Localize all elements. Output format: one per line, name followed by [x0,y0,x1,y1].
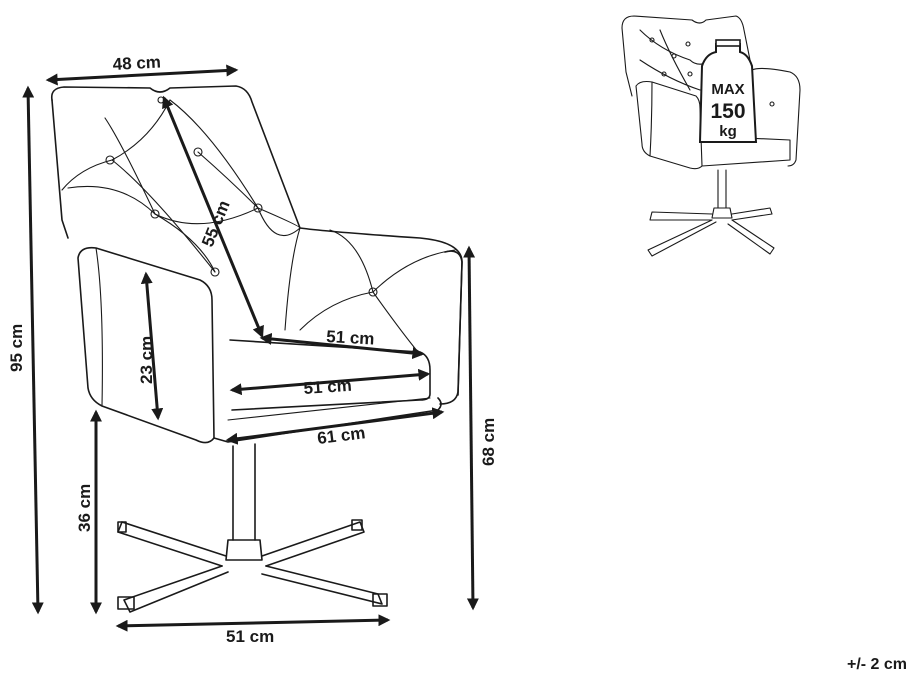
load-badge-line1: MAX [711,81,744,98]
label-base-width: 51 cm [226,627,274,646]
arrow-base-width [115,614,391,632]
dimension-arrows [22,64,479,632]
arrow-seat-width [229,368,431,396]
swivel-column [232,443,256,541]
label-total-height: 95 cm [7,324,26,372]
arrow-back-width [45,64,239,86]
arrow-back-height [162,95,264,339]
weight-icon [698,43,758,143]
arrow-seat-height [463,245,479,611]
label-armrest-height: 23 cm [137,336,156,384]
arrow-overall-width [225,407,445,445]
main-chair-drawing [50,85,463,613]
arrow-seat-depth [259,332,425,360]
star-base [117,519,388,613]
right-armrest [439,250,463,405]
arrow-total-height [22,85,44,615]
label-seat-height: 68 cm [479,418,498,466]
dimension-labels: 48 cm 55 cm 51 cm 51 cm 61 cm 23 cm 95 c… [7,52,498,646]
label-base-height: 36 cm [75,484,94,532]
load-capacity-illustration: MAX 150 kg [621,15,801,257]
label-back-width: 48 cm [112,52,161,73]
tolerance-note: +/- 2 cm [846,656,907,673]
backrest-outline [50,85,463,396]
load-badge-line2: 150 [710,100,745,123]
arrow-armrest-height [140,271,164,421]
label-seat-width: 51 cm [303,376,352,398]
label-seat-depth: 51 cm [326,327,375,348]
load-badge-line3: kg [719,123,737,140]
